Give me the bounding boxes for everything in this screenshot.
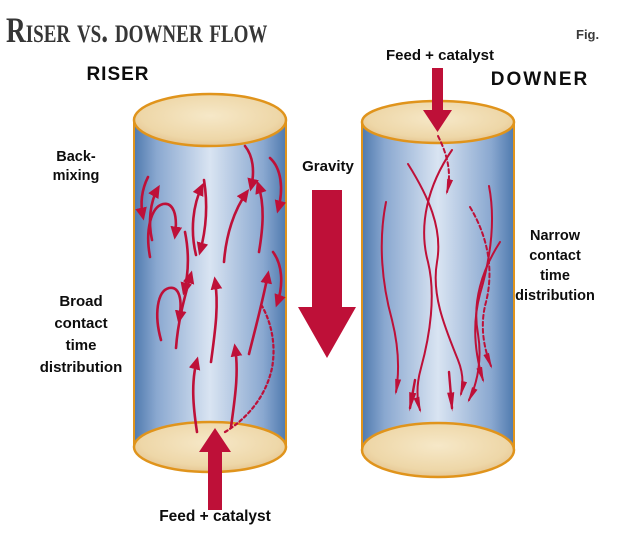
riser-heading: RISER [86, 64, 150, 85]
flow-arrow-up-icon [229, 343, 243, 429]
flow-arrow-down-icon [407, 163, 468, 397]
riser-body [133, 119, 287, 448]
flow-arrow-down-icon [447, 370, 455, 412]
flow-arrow-up-icon [148, 184, 160, 242]
flow-arrow-down-icon [474, 185, 494, 383]
downer-bottom-opening [360, 421, 516, 479]
flow-arrow-up-icon [188, 356, 201, 434]
riser-flow-arrows [135, 144, 287, 434]
flow-arrow-down-icon [467, 241, 501, 403]
backmix-down-arrow-icon [180, 230, 192, 296]
backmix-down-arrow-icon [135, 175, 150, 221]
flow-arrow-down-icon [413, 149, 453, 413]
downer-feed-label: Feed + catalyst [386, 47, 494, 64]
backmix-down-arrow-icon [196, 178, 209, 256]
flow-arrow-down-icon [437, 135, 454, 195]
riser-top-opening [132, 92, 288, 148]
flow-arrow-down-icon [408, 378, 417, 412]
figure-label: Fig. [576, 27, 600, 42]
backmix-down-arrow-icon [243, 144, 259, 192]
flow-arrow-up-icon [255, 180, 267, 254]
flow-arrow-up-icon [174, 270, 195, 350]
flow-arrow-up-icon [247, 270, 272, 356]
gravity-arrow-down-icon [298, 190, 356, 358]
flow-arrow-up-icon [191, 182, 204, 257]
downer-flow-arrows [380, 135, 501, 413]
downer-feed-arrow-down-icon [423, 68, 452, 132]
diagram-title: Riser vs. downer flow [6, 10, 268, 50]
flow-arrow-down-icon [380, 201, 402, 395]
backmix-down-arrow-icon [271, 250, 286, 308]
backmix-down-arrow-icon [268, 156, 287, 214]
backmix-loop-arrow-icon [146, 202, 183, 259]
flow-arrow-up-icon [222, 189, 250, 264]
flow-arrow-up-icon [209, 276, 223, 364]
riser-distribution-label: Broad contact time distribution [39, 293, 123, 376]
backmix-loop-arrow-icon [155, 286, 187, 342]
backmixing-label: Back- mixing [52, 149, 100, 184]
flow-arrow-down-icon [469, 206, 493, 369]
riser-cylinder [132, 92, 288, 474]
riser-feed-label: Feed + catalyst [159, 508, 271, 525]
downer-body [361, 121, 515, 451]
feed-dispersion-dashed-path [223, 304, 275, 434]
downer-distribution-label: Narrow contact time distribution [515, 228, 595, 304]
downer-heading: DOWNER [490, 69, 590, 90]
riser-feed-arrow-up-icon [199, 428, 231, 510]
gravity-label: Gravity [302, 158, 354, 175]
